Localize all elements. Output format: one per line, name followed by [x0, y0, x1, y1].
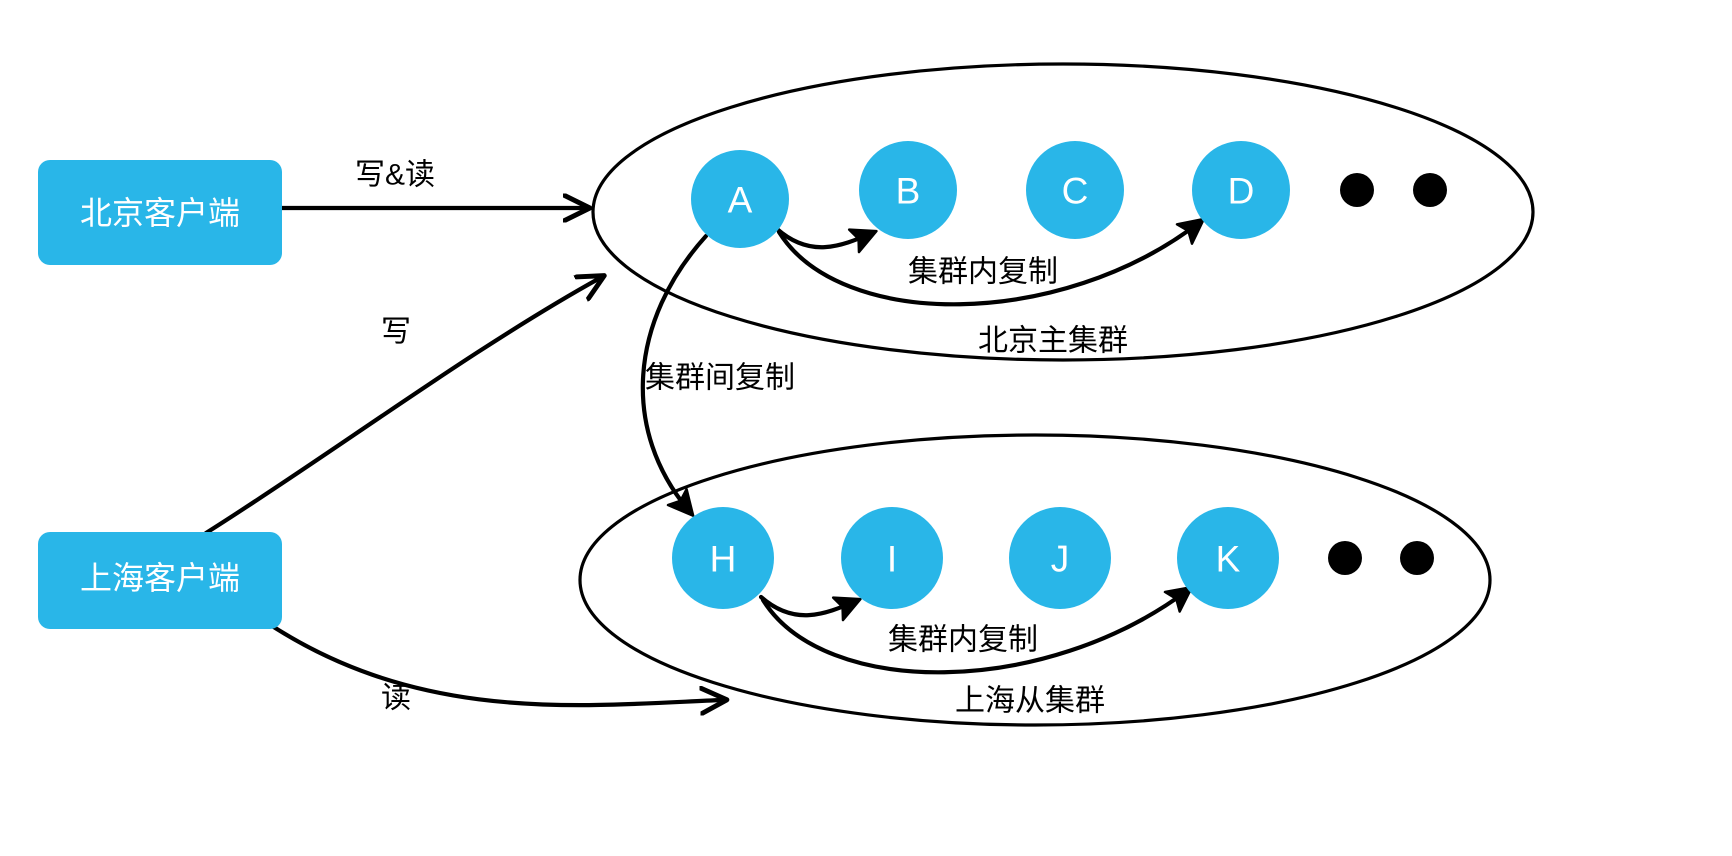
- ellipsis-dot-icon: [1328, 541, 1362, 575]
- ellipsis-dot-icon: [1340, 173, 1374, 207]
- node-k-circle[interactable]: [1177, 507, 1279, 609]
- shanghai-client-label: 上海客户端: [80, 560, 240, 596]
- node-c[interactable]: C: [1026, 141, 1124, 239]
- beijing-client-box[interactable]: [38, 160, 282, 265]
- node-i[interactable]: I: [841, 507, 943, 609]
- node-b-label: B: [896, 171, 921, 212]
- node-h[interactable]: H: [672, 507, 774, 609]
- edge-shanghai-read-label: 读: [381, 682, 411, 715]
- shanghai-cluster-ellipsis: [1328, 541, 1434, 575]
- node-k[interactable]: K: [1177, 507, 1279, 609]
- beijing-cluster-boundary: [591, 62, 1535, 362]
- node-b[interactable]: B: [859, 141, 957, 239]
- edge-beijing-write-read-label: 写&读: [355, 159, 435, 192]
- shanghai-cluster-label: 上海从集群: [955, 685, 1105, 718]
- beijing-cluster-label: 北京主集群: [978, 325, 1128, 358]
- beijing-client[interactable]: 北京客户端: [38, 160, 282, 265]
- node-i-circle[interactable]: [841, 507, 943, 609]
- shanghai-cluster-boundary: [578, 433, 1492, 727]
- node-a[interactable]: A: [691, 150, 789, 248]
- node-i-label: I: [887, 539, 897, 580]
- edge-shanghai-write-line: [203, 278, 600, 536]
- node-d-label: D: [1228, 171, 1255, 212]
- node-a-circle[interactable]: [691, 150, 789, 248]
- node-j-label: J: [1051, 539, 1070, 580]
- edge-inter-cluster-replication-line: [640, 233, 709, 517]
- beijing-intra-replication-label: 集群内复制: [908, 256, 1058, 289]
- node-d-circle[interactable]: [1192, 141, 1290, 239]
- node-d[interactable]: D: [1192, 141, 1290, 239]
- edge-beijing-intra-ad-line: [776, 217, 1206, 307]
- node-a-label: A: [728, 180, 753, 221]
- edge-beijing-intra-ab-line: [774, 226, 878, 254]
- ellipsis-dot-icon: [1400, 541, 1434, 575]
- node-j[interactable]: J: [1009, 507, 1111, 609]
- edge-shanghai-intra-hi-line: [758, 594, 862, 622]
- ellipsis-dot-icon: [1413, 173, 1447, 207]
- shanghai-client[interactable]: 上海客户端: [38, 532, 282, 629]
- node-h-label: H: [710, 539, 737, 580]
- edge-inter-cluster-replication-label: 集群间复制: [645, 362, 795, 395]
- node-c-label: C: [1062, 171, 1089, 212]
- node-k-label: K: [1216, 539, 1241, 580]
- edge-shanghai-intra-hk-line: [760, 585, 1194, 675]
- node-j-circle[interactable]: [1009, 507, 1111, 609]
- shanghai-client-box[interactable]: [38, 532, 282, 629]
- node-b-circle[interactable]: [859, 141, 957, 239]
- beijing-client-label: 北京客户端: [80, 195, 240, 231]
- node-c-circle[interactable]: [1026, 141, 1124, 239]
- shanghai-intra-replication-label: 集群内复制: [888, 624, 1038, 657]
- beijing-cluster-ellipsis: [1340, 173, 1447, 207]
- edge-shanghai-write-label: 写: [381, 316, 411, 349]
- node-h-circle[interactable]: [672, 507, 774, 609]
- edge-shanghai-read-line: [263, 619, 722, 705]
